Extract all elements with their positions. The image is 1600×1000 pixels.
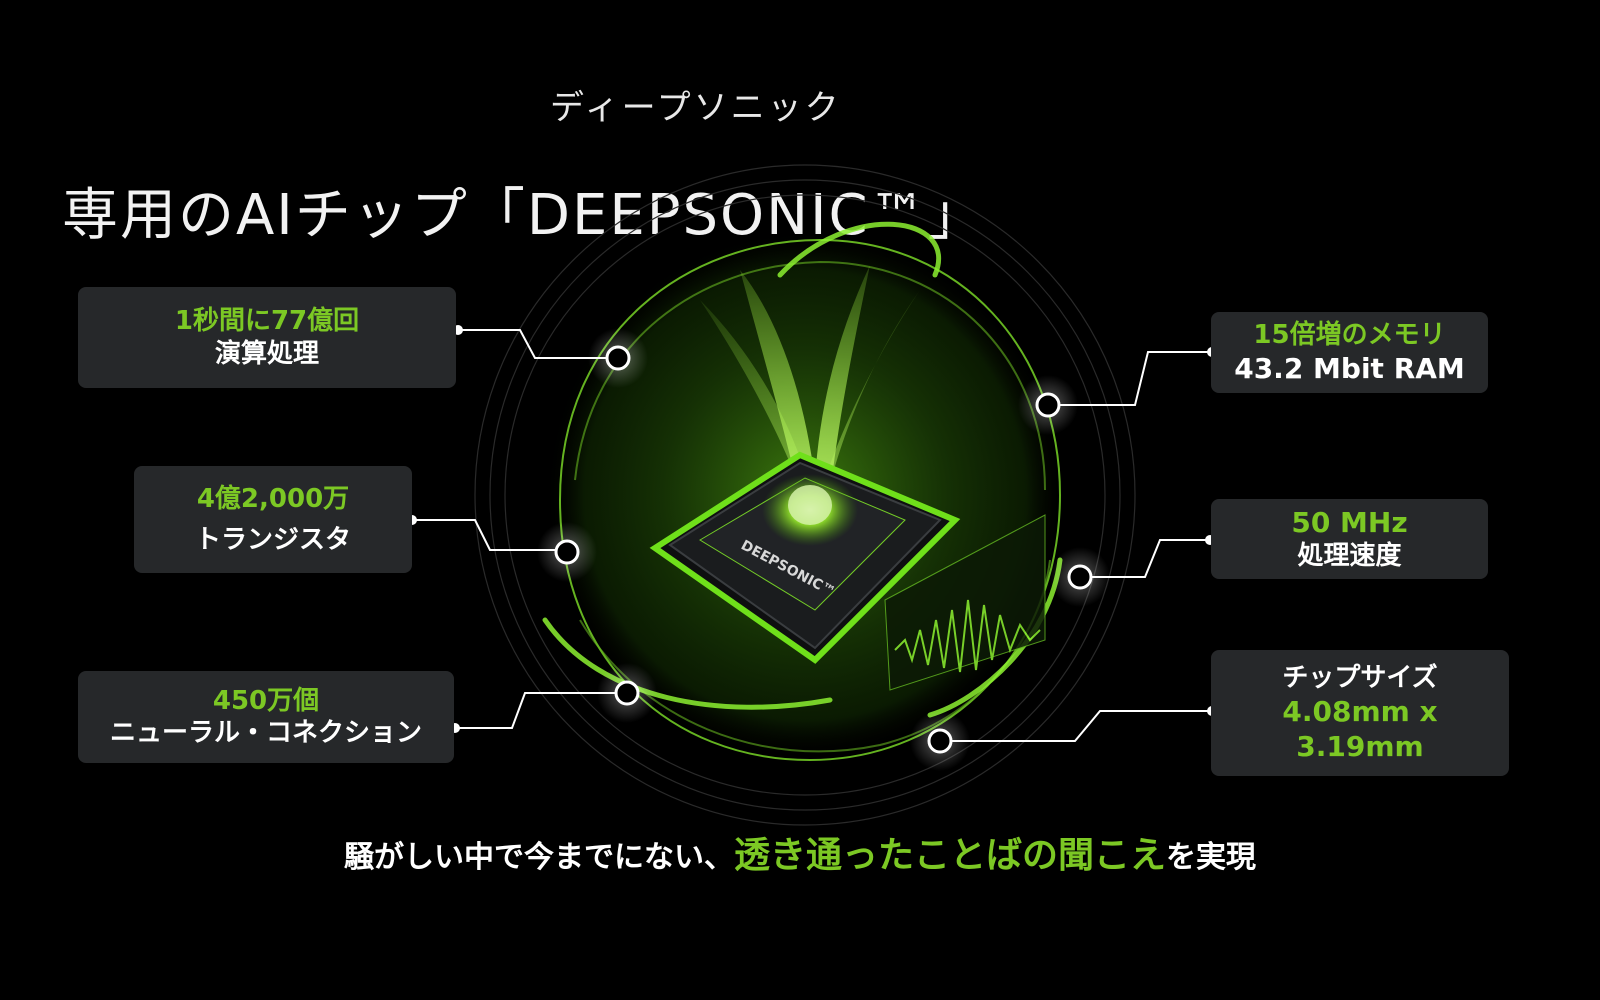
tagline-prefix: 騒がしい中で今までにない、 [343, 840, 734, 875]
tagline-suffix: を実現 [1166, 840, 1256, 875]
spec-box-transistors: 4億2,000万 トランジスタ [134, 466, 412, 573]
spec-size-highlight-1: 4.08mm x [1282, 695, 1438, 729]
spec-size-label: チップサイズ [1282, 662, 1438, 693]
spec-memory-label: 43.2 Mbit RAM [1234, 352, 1465, 386]
spec-box-speed: 50 MHz 処理速度 [1211, 499, 1488, 579]
spec-transistors-label: トランジスタ [194, 524, 351, 555]
spec-neural-highlight: 450万個 [212, 685, 320, 716]
spec-box-memory: 15倍増のメモリ 43.2 Mbit RAM [1211, 312, 1488, 393]
waveform-panel [884, 514, 1046, 691]
chip [649, 451, 961, 664]
spec-operations-highlight: 1秒間に77億回 [174, 306, 360, 336]
spec-memory-highlight: 15倍増のメモリ [1253, 319, 1446, 350]
spec-box-size: チップサイズ 4.08mm x 3.19mm [1211, 650, 1509, 776]
spec-transistors-highlight: 4億2,000万 [196, 484, 350, 514]
header-ruby: ディープソニック [550, 88, 842, 128]
spec-size-highlight-2: 3.19mm [1296, 730, 1424, 764]
connector-lines [412, 329, 1212, 742]
spec-speed-highlight: 50 MHz [1291, 506, 1408, 540]
tagline: 騒がしい中で今までにない、透き通ったことばの聞こえを実現 [0, 826, 1600, 878]
spec-operations-label: 演算処理 [214, 338, 319, 369]
tagline-highlight: 透き通ったことばの聞こえ [733, 835, 1166, 876]
spec-speed-label: 処理速度 [1297, 541, 1402, 572]
spec-box-operations: 1秒間に77億回 演算処理 [78, 287, 456, 388]
spec-box-neural: 450万個 ニューラル・コネクション [78, 671, 454, 763]
spec-neural-label: ニューラル・コネクション [109, 718, 422, 748]
